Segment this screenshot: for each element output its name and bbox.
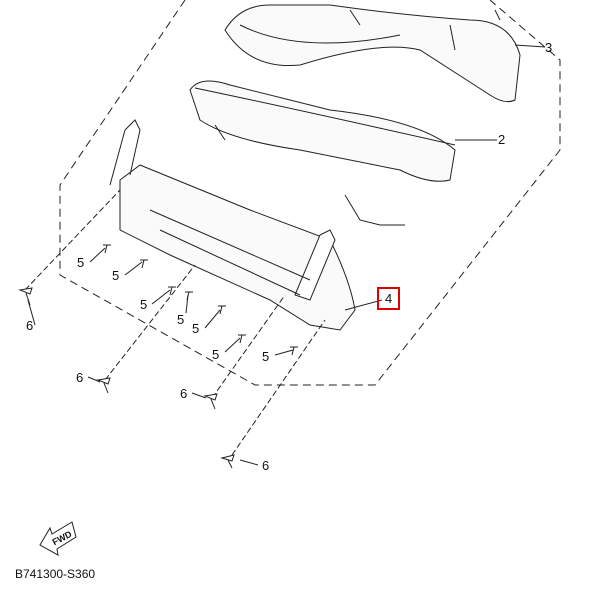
part-3-rear-cover [224, 4, 521, 103]
callout-5[interactable]: 5 [262, 349, 270, 364]
callout-5[interactable]: 5 [177, 312, 185, 327]
callout-3[interactable]: 3 [545, 40, 553, 55]
diagram-code: B741300-S360 [15, 567, 96, 581]
callout-5[interactable]: 5 [112, 268, 120, 283]
assembly-boundary [59, 0, 561, 386]
leader-lines [24, 44, 546, 466]
callout-5[interactable]: 5 [192, 321, 200, 336]
callout-5[interactable]: 5 [140, 297, 148, 312]
fwd-arrow-icon [39, 521, 77, 556]
callout-4-highlighted[interactable]: 4 [377, 287, 401, 310]
callout-6[interactable]: 6 [76, 370, 84, 385]
callout-5[interactable]: 5 [77, 255, 85, 270]
part-2-panel [189, 80, 456, 182]
screws [18, 244, 298, 469]
callout-6[interactable]: 6 [180, 386, 188, 401]
callout-6[interactable]: 6 [262, 458, 270, 473]
callout-2[interactable]: 2 [498, 132, 506, 147]
callout-6[interactable]: 6 [26, 318, 34, 333]
callout-5[interactable]: 5 [212, 347, 220, 362]
